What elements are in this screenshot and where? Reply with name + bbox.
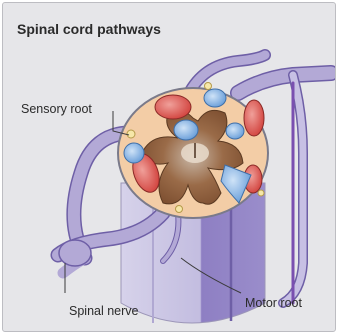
- spinal-nerve-label: Spinal nerve: [69, 304, 139, 318]
- red-tract: [155, 95, 191, 119]
- figure-panel: Spinal cord pathways: [2, 2, 336, 332]
- blue-tract: [226, 123, 244, 139]
- blue-tract: [124, 143, 144, 163]
- motor-root-label: Motor root: [245, 296, 302, 310]
- red-tract: [244, 100, 264, 136]
- blue-tract: [174, 120, 198, 140]
- blue-tract: [204, 89, 226, 107]
- cord-cross-section: [118, 83, 268, 219]
- spinal-cord-diagram: [3, 3, 336, 332]
- sensory-root-label: Sensory root: [21, 102, 92, 116]
